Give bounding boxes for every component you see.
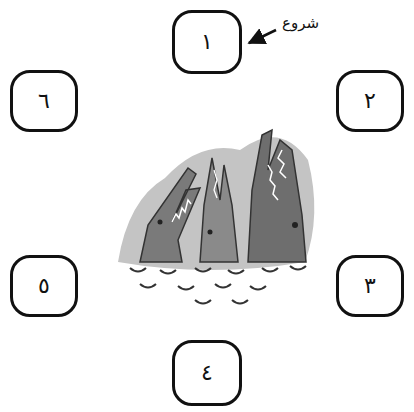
box-number: ١	[201, 31, 213, 53]
water-waves	[130, 266, 306, 304]
box-number: ٦	[38, 90, 50, 112]
start-label: شروع	[280, 14, 321, 32]
middle-crocodile	[200, 158, 238, 262]
number-box: ٤	[172, 340, 242, 406]
box-number: ٥	[38, 275, 50, 297]
number-box: ٣	[336, 255, 404, 317]
box-number: ٢	[364, 90, 376, 112]
box-number: ٣	[364, 275, 376, 297]
box-number: ٤	[201, 362, 213, 384]
number-box: ٥	[10, 255, 78, 317]
number-box: ٢	[336, 70, 404, 132]
number-box: ١	[172, 10, 242, 74]
right-crocodile	[248, 130, 306, 262]
number-box: ٦	[10, 70, 78, 132]
start-arrow	[249, 30, 276, 43]
left-crocodile	[140, 168, 200, 262]
